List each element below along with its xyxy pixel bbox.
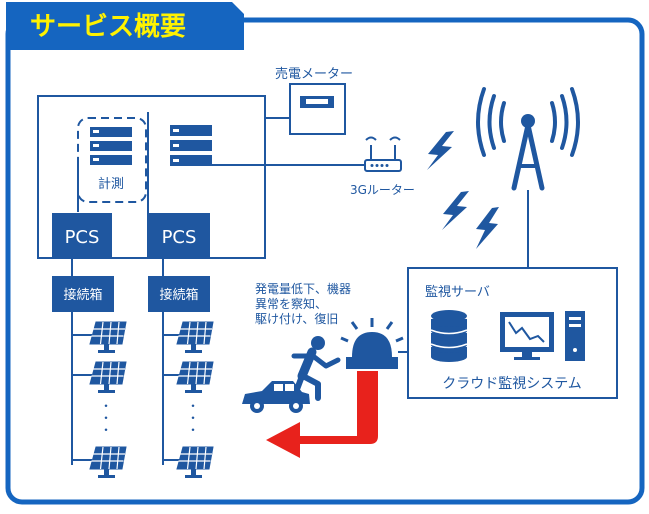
pcs-box-right — [148, 213, 210, 257]
alert-text-2: 異常を察知、 — [255, 297, 327, 311]
alert-text-1: 発電量低下、機器 — [255, 281, 351, 296]
alert-text-3: 駆け付け、復旧 — [255, 311, 338, 326]
siren-icon — [340, 318, 404, 369]
measurement-label: 計測 — [98, 176, 124, 192]
pcs-right-label: PCS — [162, 227, 197, 248]
outer-frame — [5, 17, 645, 505]
ellipsis-right: ・・・ — [187, 399, 199, 437]
monitor-chart-icon — [500, 312, 554, 360]
database-icon — [430, 310, 468, 362]
page-title: サービス概要 — [30, 12, 186, 42]
meter-icon — [289, 83, 346, 135]
server-rack-icon — [90, 127, 132, 165]
router-label: 3Gルーター — [350, 183, 415, 197]
antenna-tower-icon — [476, 87, 580, 191]
pcs-box-left — [52, 213, 112, 257]
ellipsis-left: ・・・ — [100, 399, 112, 437]
title-tab — [6, 2, 244, 50]
cloud-system-box — [407, 267, 618, 399]
pcs-left-label: PCS — [65, 227, 100, 248]
pc-tower-icon — [565, 311, 585, 361]
alert-arrow — [266, 371, 378, 458]
meter-label: 売電メーター — [275, 66, 353, 82]
server-rack-icon — [170, 125, 212, 166]
equipment-enclosure — [37, 95, 266, 259]
junction-box-left — [52, 276, 114, 312]
junction-right-label: 接続箱 — [159, 287, 198, 303]
car-icon — [242, 381, 310, 413]
server-label: 監視サーバ — [425, 284, 490, 300]
lightning-icon — [427, 131, 499, 249]
cloud-system-label: クラウド監視システム — [442, 375, 582, 392]
junction-box-right — [148, 276, 210, 312]
router-icon — [364, 136, 402, 172]
solar-panel-icon — [72, 321, 214, 479]
junction-left-label: 接続箱 — [63, 287, 102, 303]
